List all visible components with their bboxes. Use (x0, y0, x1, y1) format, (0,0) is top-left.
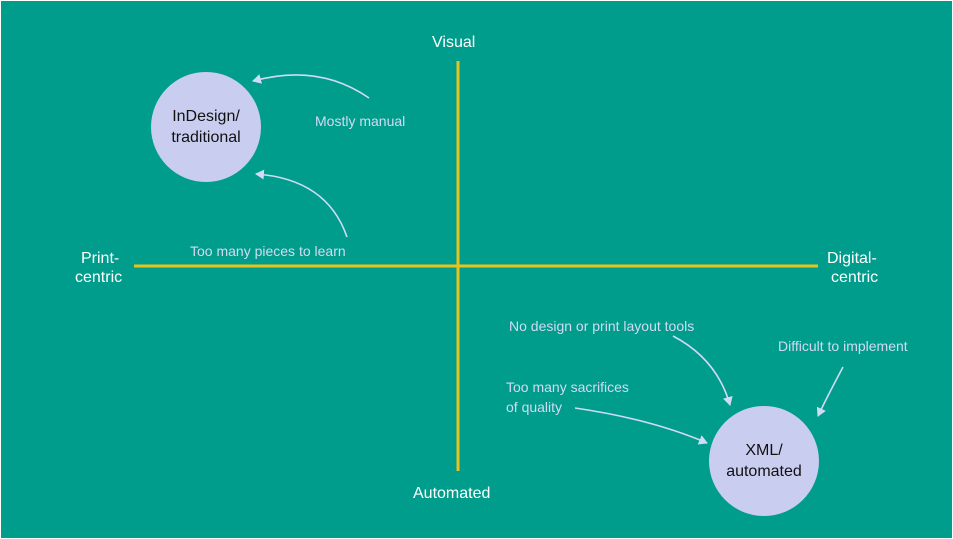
node-xml-line2: automated (726, 463, 802, 480)
note-mostly-manual: Mostly manual (315, 113, 406, 129)
node-indesign-traditional: InDesign/ traditional (151, 72, 261, 182)
axis-label-visual: Visual (432, 34, 476, 51)
note-difficult-implement: Difficult to implement (778, 338, 908, 354)
note-sacrifices-line1: Too many sacrifices (506, 379, 629, 395)
axis-label-print-centric: Print- centric (75, 249, 122, 287)
node-xml-automated: XML/ automated (709, 406, 819, 516)
axis-label-digital-centric: Digital- centric (827, 249, 878, 287)
node-xml-line1: XML/ (745, 442, 783, 459)
axis-label-print-line1: Print- (81, 250, 120, 267)
axis-label-digital-line1: Digital- (827, 250, 877, 267)
note-no-design-tools: No design or print layout tools (509, 318, 695, 334)
axis-label-print-line2: centric (75, 269, 123, 286)
note-sacrifices-line2: of quality (506, 399, 563, 415)
arrow-mostly-manual (252, 74, 370, 99)
arrow-no-design-tools (672, 335, 733, 406)
arrow-too-many-pieces (255, 169, 348, 238)
note-sacrifices-quality: Too many sacrifices of quality (506, 377, 629, 417)
node-indesign-line1: InDesign/ (172, 108, 240, 125)
arrow-sacrifices (574, 407, 708, 445)
axis-label-automated: Automated (413, 485, 491, 502)
arrow-difficult-implement (816, 366, 844, 417)
note-too-many-pieces: Too many pieces to learn (190, 243, 346, 259)
axis-label-digital-line2: centric (831, 269, 879, 286)
node-indesign-line2: traditional (171, 129, 241, 146)
